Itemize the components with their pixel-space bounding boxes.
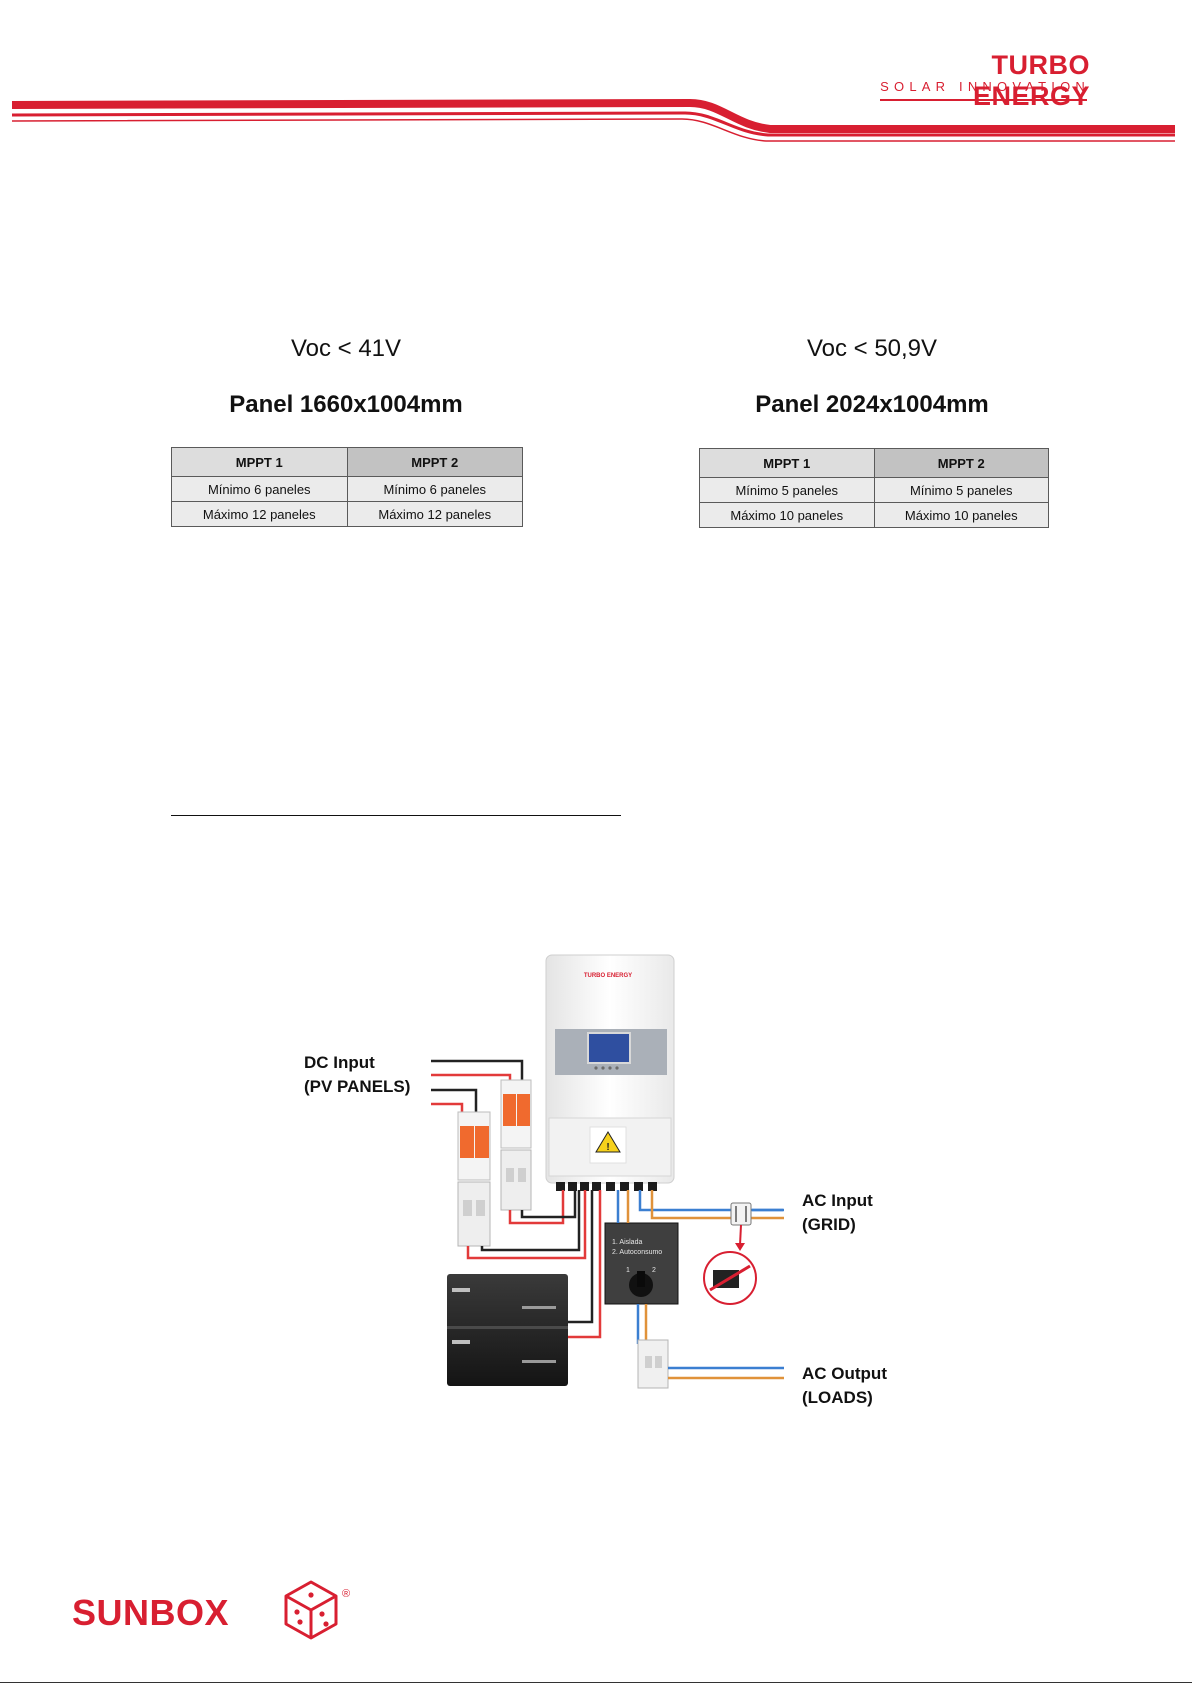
table-header-cell: MPPT 2 (873, 448, 1049, 478)
table-cell: Máximo 10 paneles (873, 502, 1049, 528)
battery-wires (568, 1190, 602, 1339)
brand-logo-title: TURBO ENERGY (972, 50, 1090, 111)
sunbox-cube-icon (284, 1580, 338, 1640)
dc-input-title: DC Input (304, 1053, 375, 1072)
switch-wires (616, 1190, 648, 1344)
mppt-table-left: MPPT 1 MPPT 2 Mínimo 6 paneles Mínimo 6 … (171, 447, 523, 527)
table-row: Máximo 12 paneles Máximo 12 paneles (171, 501, 523, 527)
table-cell: Máximo 12 paneles (171, 501, 348, 527)
ac-output-breaker (637, 1339, 669, 1389)
table-cell: Mínimo 6 paneles (346, 476, 523, 502)
table-row: Mínimo 5 paneles Mínimo 5 paneles (699, 477, 1049, 503)
ac-input-subtitle: (GRID) (802, 1215, 856, 1234)
surge-protector-left (457, 1111, 491, 1181)
ac-output-label: AC Output (LOADS) (802, 1362, 887, 1410)
surge-protector-right (500, 1079, 532, 1149)
sunbox-logo-text: SUNBOX (72, 1592, 230, 1633)
brand-logo-tagline: SOLAR INNOVATION (880, 79, 1090, 94)
switch-option-1: 1. Aislada (612, 1239, 642, 1246)
table-header-row: MPPT 1 MPPT 2 (699, 448, 1049, 478)
inverter-brand-text: TURBO ENERGY (584, 973, 632, 979)
table-cell: Mínimo 5 paneles (873, 477, 1049, 503)
switch-pos-1: 1 (626, 1267, 630, 1274)
switch-pos-2: 2 (652, 1267, 656, 1274)
table-header-row: MPPT 1 MPPT 2 (171, 447, 523, 477)
battery-stack (447, 1274, 568, 1386)
panel-title-right: Panel 2024x1004mm (755, 391, 989, 418)
ac-output-subtitle: (LOADS) (802, 1388, 873, 1407)
ac-input-title: AC Input (802, 1191, 873, 1210)
ac-input-wires (638, 1190, 784, 1220)
display-buttons (594, 1066, 619, 1070)
selector-switch-box: 1. Aislada 2. Autoconsumo 1 2 (604, 1222, 679, 1305)
ac-input-label: AC Input (GRID) (802, 1189, 873, 1237)
switch-option-2: 2. Autoconsumo (612, 1249, 662, 1256)
voc-left: Voc < 41V (290, 335, 402, 362)
ct-clamp (703, 1202, 757, 1305)
svg-text:!: ! (606, 1142, 609, 1153)
section-divider (171, 815, 621, 816)
footer-line (0, 1682, 1192, 1683)
dc-breaker-left (457, 1181, 491, 1247)
brand-underline (880, 99, 1087, 101)
mppt-table-right: MPPT 1 MPPT 2 Mínimo 5 paneles Mínimo 5 … (699, 448, 1049, 528)
table-cell: Máximo 12 paneles (346, 501, 523, 527)
registered-mark: ® (342, 1588, 351, 1600)
dc-input-label: DC Input (PV PANELS) (304, 1051, 410, 1099)
ac-output-wires (668, 1366, 784, 1380)
inverter-connectors (556, 1182, 657, 1191)
inverter: TURBO ENERGY ! (545, 954, 675, 1191)
table-header-cell: MPPT 1 (699, 448, 875, 478)
breaker-to-inverter-wires (466, 1190, 587, 1260)
dc-breaker-right (500, 1149, 532, 1211)
table-cell: Máximo 10 paneles (699, 502, 875, 528)
panel-title-left: Panel 1660x1004mm (229, 391, 463, 418)
dc-input-subtitle: (PV PANELS) (304, 1077, 411, 1096)
table-cell: Mínimo 5 paneles (699, 477, 875, 503)
ac-output-title: AC Output (802, 1364, 887, 1383)
table-header-cell: MPPT 2 (346, 447, 523, 477)
voc-right: Voc < 50,9V (806, 335, 938, 362)
table-row: Máximo 10 paneles Máximo 10 paneles (699, 502, 1049, 528)
header-swoosh (11, 98, 1175, 142)
table-header-cell: MPPT 1 (171, 447, 348, 477)
warning-sticker: ! (589, 1126, 627, 1164)
